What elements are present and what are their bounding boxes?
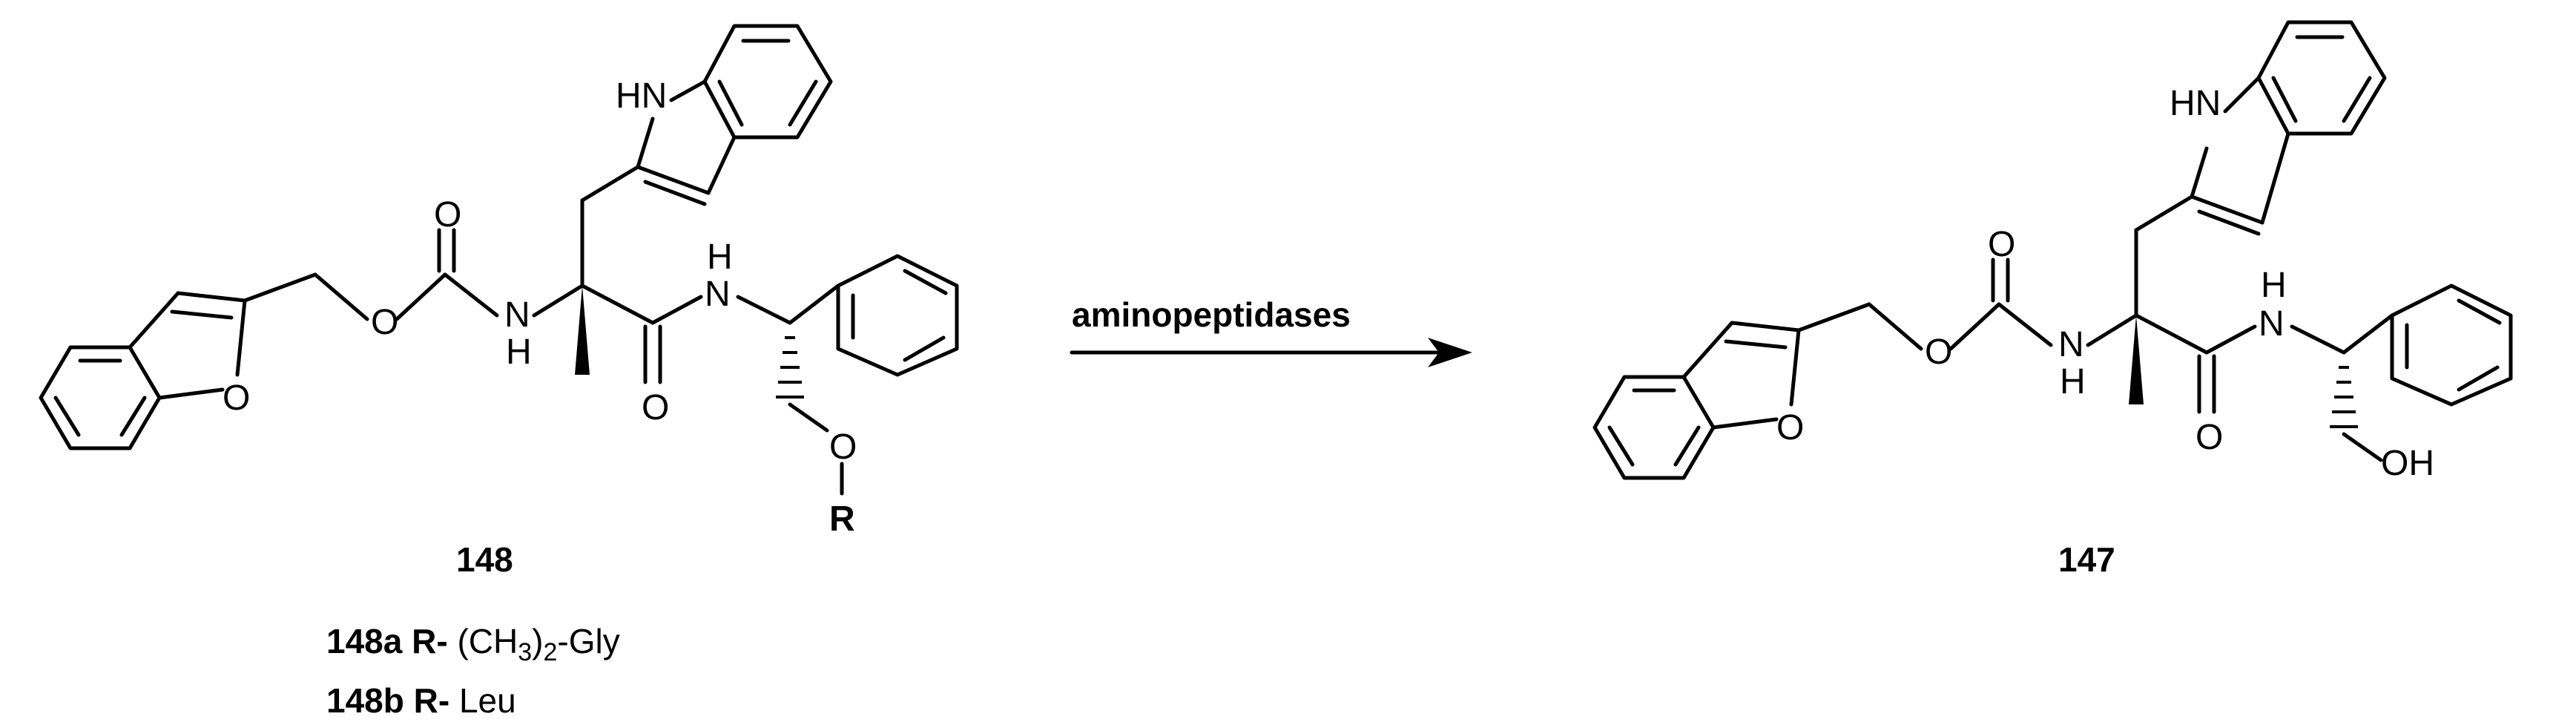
stereo-wedge-methyl [2129,315,2144,404]
carbonyl-oxygen-label: O [1988,225,2015,264]
stereo-wedge-methyl [575,286,590,375]
amide-oxygen-label: O [642,388,669,427]
carbamate-n-label: N [2058,325,2084,364]
amide-h-label: H [2261,266,2287,305]
reaction-arrow: aminopeptidases [1070,295,1472,367]
reactant-structure-148: O O O N H HN O N H O R 148 148a R- (CH3)… [39,24,959,720]
r-group-label: R [829,499,855,539]
indole-nh-label: HN [2170,84,2221,123]
carbamate-h-label: H [506,332,532,372]
furan-oxygen-label: O [1776,408,1804,447]
amide-n-label: N [705,275,731,314]
variant-148b: 148b R- Leu [326,681,516,720]
carbonyl-oxygen-label: O [434,195,461,235]
ester-oxygen-label: O [1925,332,1952,372]
amide-n-label: N [2259,304,2285,344]
amide-oxygen-label: O [2195,418,2223,457]
furan-bond [128,291,180,350]
compound-number-147: 147 [2058,540,2115,579]
ether-oxygen-label: O [829,427,857,467]
furan-oxygen-label: O [223,378,250,418]
arrow-head [1428,338,1472,367]
stereo-hash-ch2 [2330,366,2358,428]
carbamate-h-label: H [2060,362,2086,401]
carbamate-n-label: N [504,295,530,335]
amide-h-label: H [707,237,733,277]
product-structure-147: O O O N H HN O N H OH 147 [1592,20,2513,579]
phenyl-ring [2390,283,2513,407]
indole-nh-label: HN [616,76,667,116]
phenyl-ring [836,254,959,377]
hydroxyl-label: OH [2381,444,2434,483]
compound-number-148: 148 [456,540,513,579]
stereo-hash-ch2 [776,336,804,399]
variant-148a: 148a R- (CH3)2-Gly [326,622,620,666]
arrow-label-aminopeptidases: aminopeptidases [1072,295,1351,334]
ester-oxygen-label: O [371,303,398,342]
